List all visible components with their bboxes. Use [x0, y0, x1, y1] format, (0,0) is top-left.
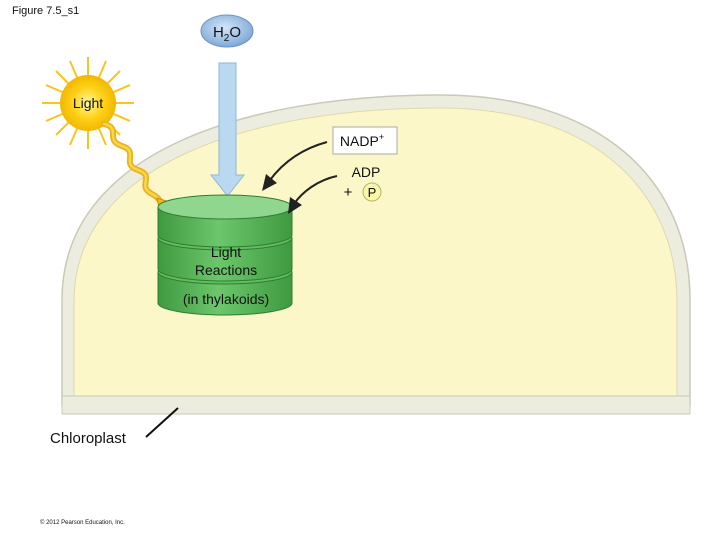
copyright-text: © 2012 Pearson Education, Inc. [40, 519, 125, 526]
nadp-arrow [262, 141, 328, 191]
water-arrow [209, 62, 246, 197]
light-reactions-line1: Light [211, 244, 241, 260]
thylakoid-stack [157, 194, 293, 316]
figure-label: Figure 7.5_s1 [12, 5, 79, 17]
chloroplast-pointer-line [145, 407, 179, 438]
plus-sign: + [344, 184, 353, 201]
nadp-box [332, 126, 398, 155]
water-label: H2O [213, 24, 241, 44]
thylakoid-top [157, 194, 293, 220]
light-reactions-line2: Reactions [195, 262, 257, 278]
chloroplast-bottom-membrane [61, 395, 691, 415]
water-bubble [200, 14, 254, 48]
light-label: Light [73, 95, 103, 111]
sun-icon [42, 57, 134, 149]
phosphate-circle [362, 182, 382, 202]
thylakoid-location-label: (in thylakoids) [183, 291, 269, 307]
adp-arrow [288, 175, 338, 214]
adp-label: ADP [352, 164, 381, 180]
chloroplast-label: Chloroplast [50, 430, 127, 447]
nadp-label: NADP+ [340, 132, 384, 149]
phosphate-label: P [368, 185, 377, 200]
